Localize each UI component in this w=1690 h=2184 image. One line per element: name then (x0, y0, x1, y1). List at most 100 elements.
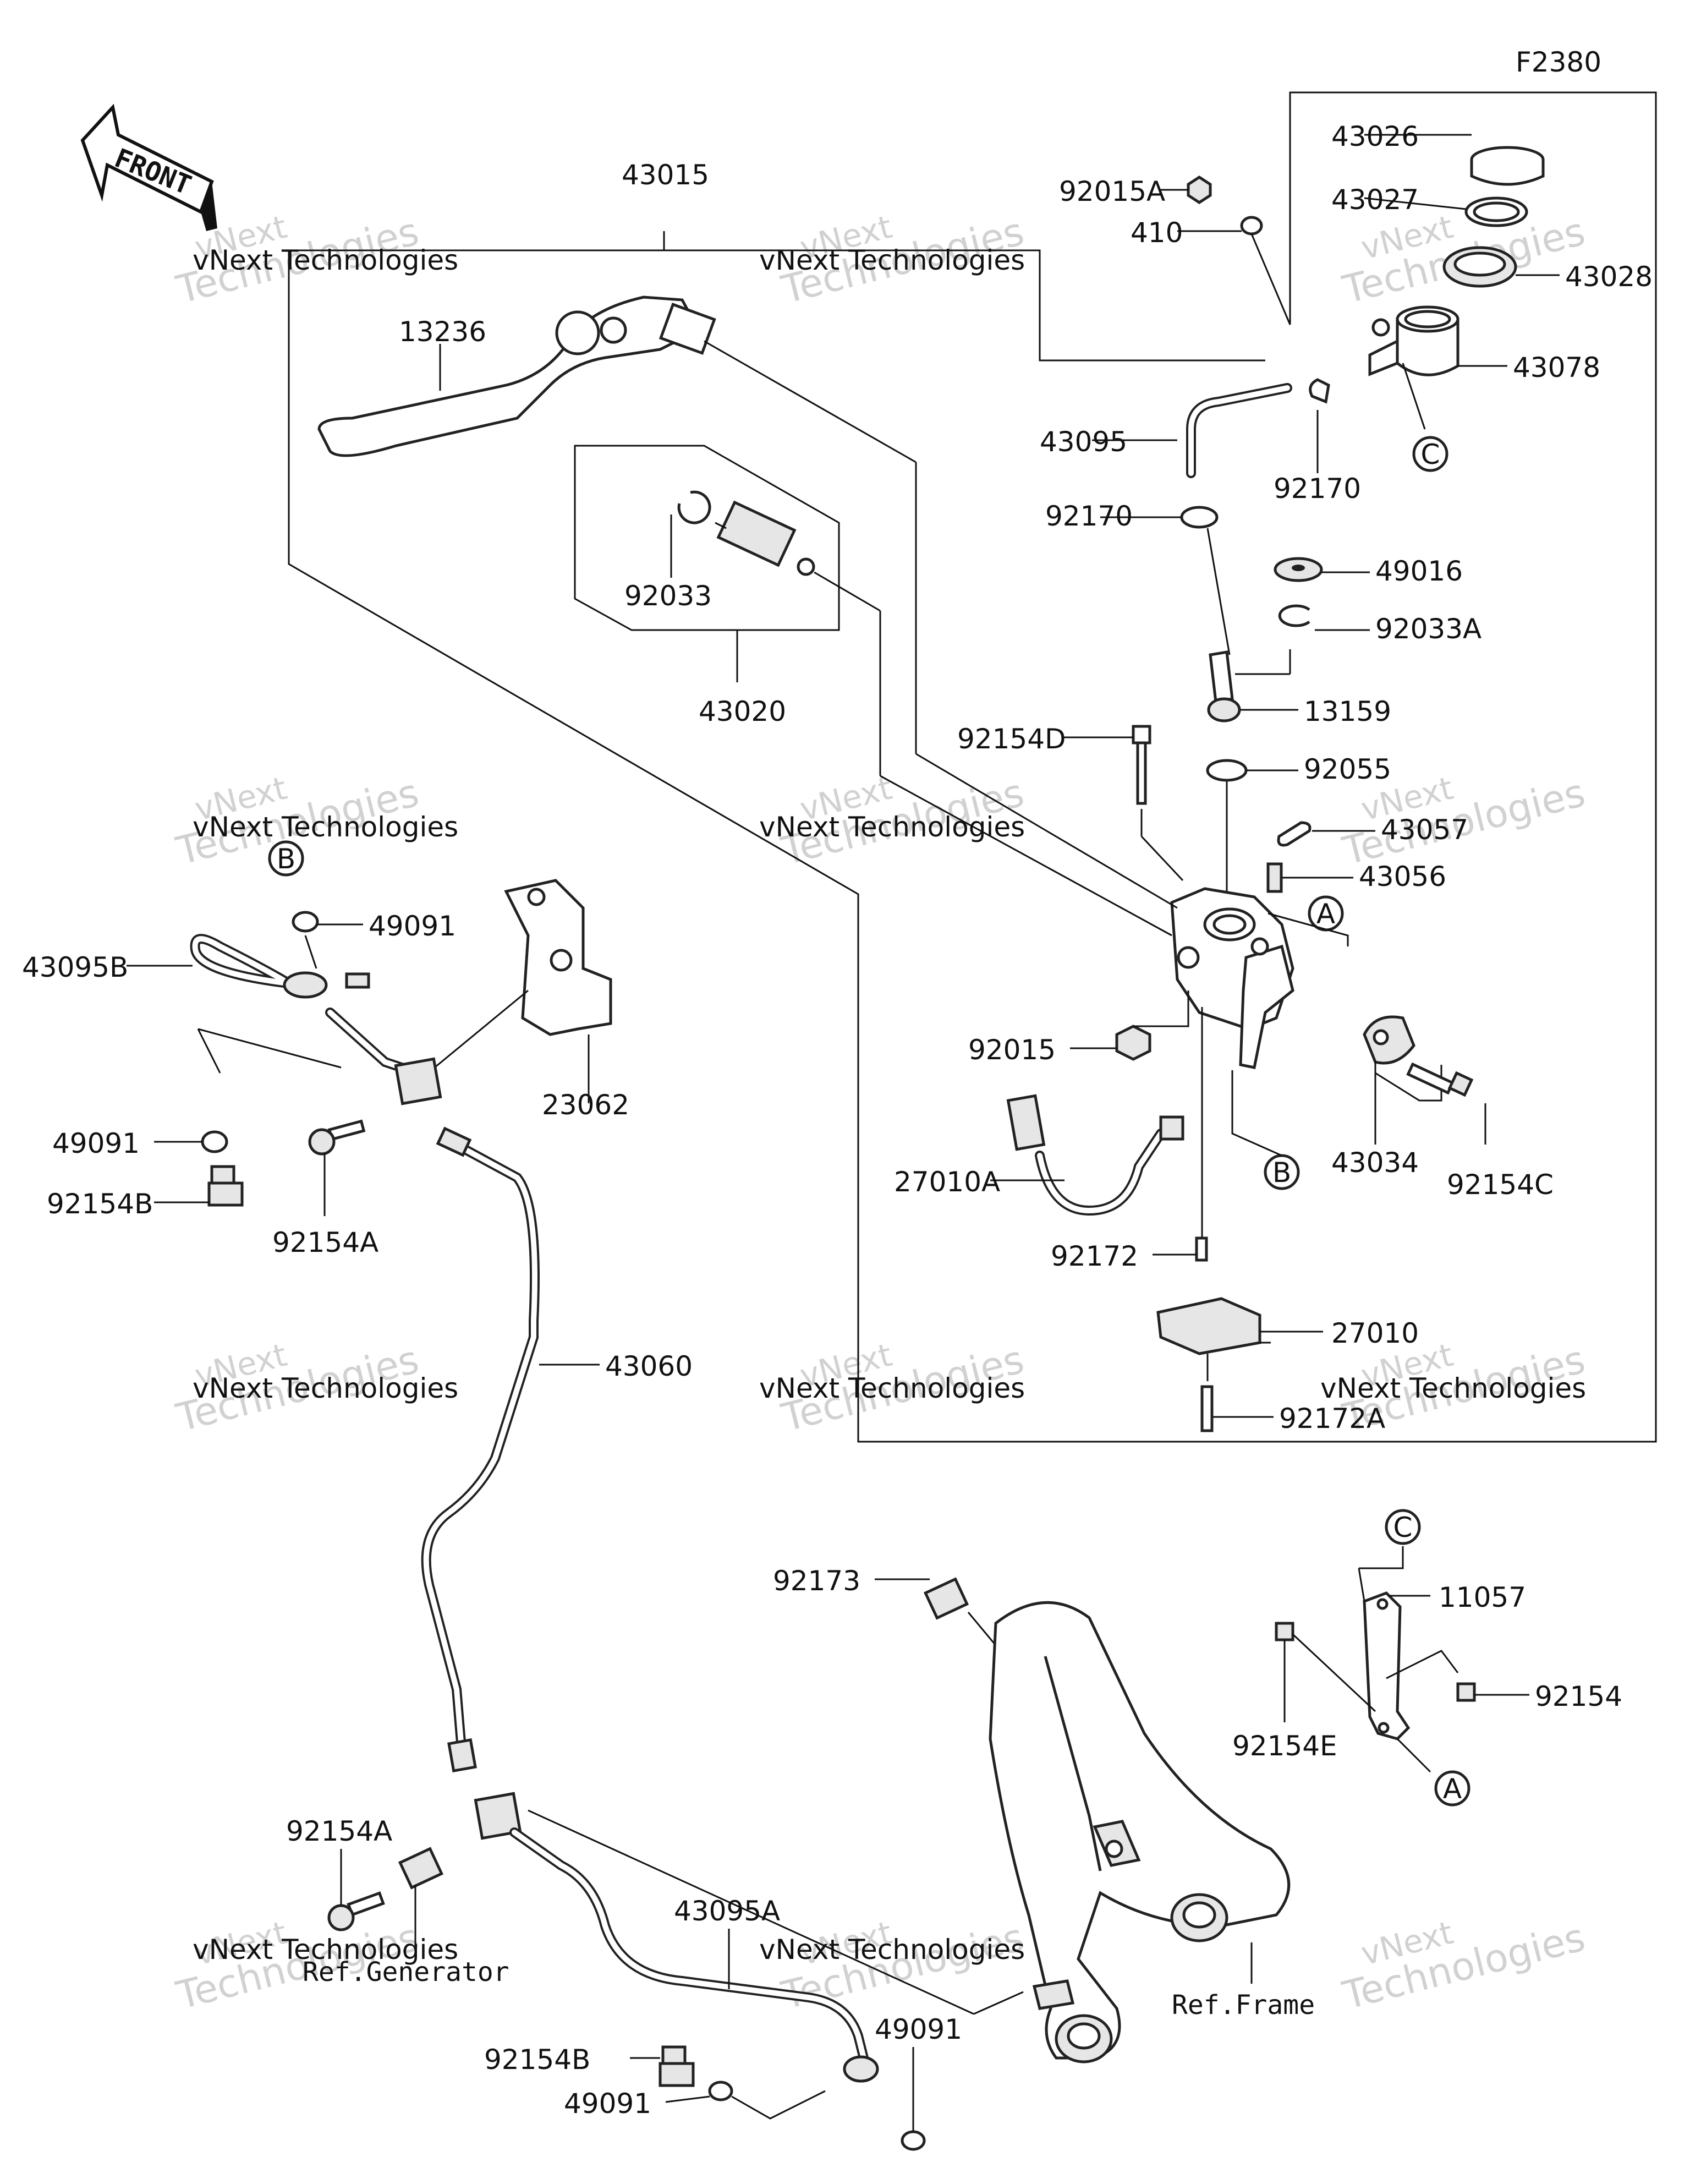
watermark-small: vNext Technologies (193, 1372, 458, 1404)
label-43095A: 43095A (674, 1895, 780, 1927)
label-92170-lower: 92170 (1045, 500, 1133, 532)
reservoir-cap-43026 (1364, 134, 1545, 186)
label-27010A: 27010A (894, 1166, 1000, 1198)
switch-harness-27010A (990, 1094, 1184, 1216)
callout-b-lower: B (1231, 1070, 1300, 1190)
switch-27010 (1156, 1297, 1323, 1355)
label-43015: 43015 (622, 159, 709, 191)
label-49091-upper: 49091 (369, 910, 456, 942)
bolt-92154B-lower (630, 2045, 695, 2087)
label-92172: 92172 (1051, 1240, 1138, 1272)
label-92154A-lower: 92154A (286, 1815, 392, 1847)
label-43026: 43026 (1331, 121, 1419, 152)
plate-43028 (1442, 246, 1560, 288)
watermark-small: vNext Technologies (759, 244, 1025, 276)
assembly-outline (288, 91, 1657, 1443)
label-43078: 43078 (1513, 352, 1600, 384)
reservoir-tank-43078 (1368, 305, 1507, 430)
watermark: vNext Technologies (777, 769, 1028, 874)
label-92015: 92015 (968, 1034, 1056, 1066)
label-49091-lower-left: 49091 (564, 2088, 651, 2120)
hose-43060 (421, 1126, 600, 1772)
screw-92172 (1153, 1007, 1208, 1262)
generator-fitting (398, 1847, 444, 1953)
bushing-49016 (1274, 557, 1370, 582)
label-ref-generator: Ref.Generator (303, 1957, 509, 1988)
label-ref-frame: Ref.Frame (1172, 1990, 1315, 2021)
svg-text:B: B (1272, 1157, 1291, 1189)
clutch-lever-13236 (317, 295, 1178, 909)
bolt-92154B-upper (154, 1165, 244, 1207)
watermark-small: vNext Technologies (759, 811, 1025, 843)
label-11057: 11057 (1439, 1581, 1526, 1613)
bracket-23062 (434, 879, 612, 1103)
label-92154C: 92154C (1447, 1169, 1554, 1201)
label-92154D: 92154D (957, 723, 1066, 755)
label-92170-upper: 92170 (1274, 473, 1361, 505)
svg-text:Technologies: Technologies (1338, 1914, 1589, 2018)
watermark-small: vNext Technologies (759, 1372, 1025, 1404)
label-13159: 13159 (1304, 696, 1391, 727)
nut-92015 (1070, 990, 1189, 1061)
label-92154: 92154 (1535, 1681, 1622, 1712)
watermark-small: vNext Technologies (193, 244, 458, 276)
label-49091-mid: 49091 (52, 1127, 140, 1159)
svg-text:A: A (1443, 1773, 1462, 1805)
master-cylinder-body (1170, 887, 1294, 1069)
bracket-11057 (1358, 1546, 1459, 1773)
cap-43057 (1277, 821, 1375, 847)
front-arrow-icon: FRONT (80, 103, 217, 231)
bolt-92154A-lower (327, 1849, 385, 1931)
label-410: 410 (1131, 217, 1183, 249)
bolt-92154A-upper (308, 1119, 366, 1216)
watermark-small: vNext Technologies (1320, 1372, 1586, 1404)
callout-c-upper: C (1412, 436, 1448, 472)
label-43095B: 43095B (22, 951, 128, 983)
piston-assembly-43020 (670, 490, 1172, 937)
callout-a-lower: A (1434, 1770, 1470, 1807)
washer-410 (1177, 216, 1291, 325)
label-49091-lower-right: 49091 (875, 2013, 962, 2045)
subassembly-43020-outline (574, 445, 840, 631)
label-43056: 43056 (1359, 861, 1446, 893)
figure-code: F2380 (1516, 46, 1601, 78)
label-43028: 43028 (1565, 261, 1653, 293)
connector-92173 (875, 1577, 1024, 1679)
hose-43095A (474, 1792, 1024, 2083)
watermark: vNext Technologies (1338, 1914, 1589, 2018)
hose-clamp-92170-upper (1309, 378, 1330, 473)
label-43020: 43020 (699, 696, 786, 727)
svg-text:B: B (277, 843, 295, 875)
watermark-small: vNext Technologies (759, 1934, 1025, 1966)
label-92154B-upper: 92154B (47, 1188, 153, 1220)
label-92015A: 92015A (1059, 176, 1165, 207)
callout-c-lower: C (1385, 1509, 1421, 1545)
bolt-92154 (1456, 1682, 1529, 1702)
o-ring-92055 (1206, 759, 1298, 891)
watermark-small: vNext Technologies (193, 811, 458, 843)
label-23062: 23062 (542, 1089, 629, 1121)
washer-49091-mid (154, 1130, 228, 1153)
bolt-92154D (1062, 725, 1184, 882)
washer-49091-lower-left (665, 2081, 826, 2120)
label-43095: 43095 (1040, 426, 1127, 458)
svg-text:A: A (1316, 898, 1335, 930)
bolt-92154E (1275, 1622, 1376, 1722)
callout-b-upper: B (268, 840, 304, 877)
hose-43095B (127, 934, 407, 1072)
label-92033: 92033 (624, 580, 712, 612)
hose-clamp-92170-lower (1100, 506, 1231, 655)
label-49016: 49016 (1375, 555, 1463, 587)
callout-a-upper: A (1268, 895, 1349, 946)
washer-49091-lower-right (901, 2047, 926, 2151)
label-43060: 43060 (605, 1350, 693, 1382)
watermark-small: vNext Technologies (193, 1934, 458, 1966)
label-92033A: 92033A (1375, 613, 1482, 645)
bolt-92154C (1406, 1062, 1486, 1145)
nut-92015A (1161, 176, 1212, 204)
screw-92172A (1200, 1354, 1274, 1432)
circlip-92033A (1278, 604, 1370, 631)
label-92055: 92055 (1304, 753, 1391, 785)
diaphragm-43027 (1364, 196, 1528, 227)
label-43034: 43034 (1331, 1147, 1419, 1179)
